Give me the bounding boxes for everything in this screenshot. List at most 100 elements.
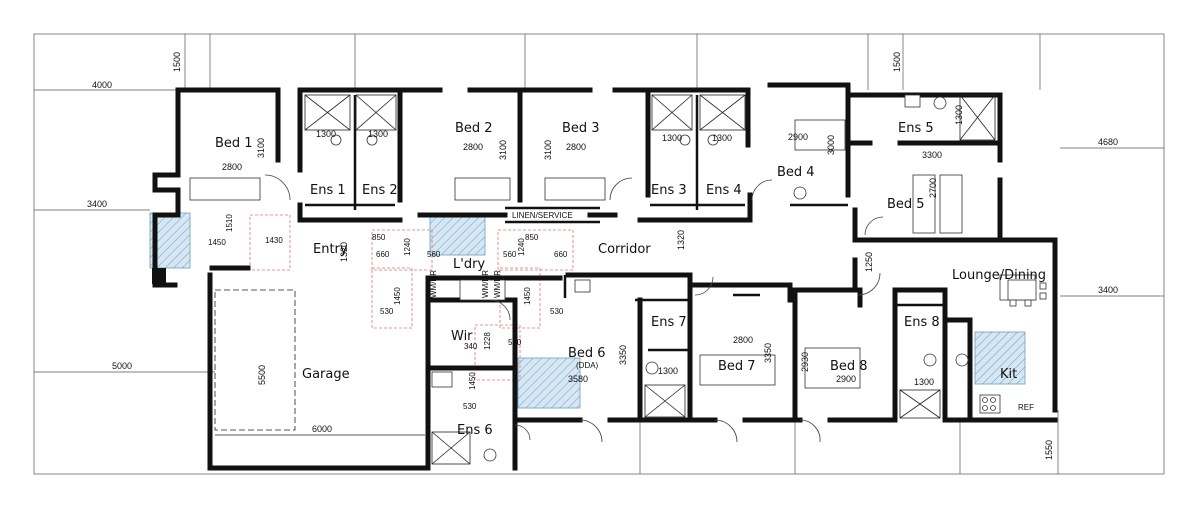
dim-850a: 850 (372, 233, 386, 242)
dim-1450c: 1450 (393, 287, 402, 305)
dim-left-5000: 5000 (112, 361, 132, 371)
dim-bed3-3100: 3100 (543, 140, 553, 160)
showers (304, 94, 996, 465)
room-label-garage: Garage (302, 367, 350, 382)
dim-340: 340 (464, 342, 478, 351)
kitchen-hatch (974, 331, 1026, 385)
walls (152, 82, 1058, 471)
dim-1240b: 1240 (517, 238, 526, 256)
dim-garage-5500: 5500 (257, 365, 267, 385)
dim-bed5-2700: 2700 (928, 178, 938, 198)
dim-right-4680: 4680 (1098, 137, 1118, 147)
dim-right-3400: 3400 (1098, 285, 1118, 295)
dim-bed5-3300: 3300 (922, 150, 942, 160)
dim-corridor-1320: 1320 (676, 230, 686, 250)
room-label-bed6: Bed 6 (568, 346, 606, 361)
dim-left-4000: 4000 (92, 80, 112, 90)
dining-set (1007, 279, 1047, 307)
room-labels: Bed 1 Bed 2 Bed 3 Bed 4 Bed 5 Bed 6 (DDA… (215, 121, 1046, 438)
dim-1450d: 1450 (523, 287, 532, 305)
inner-walls (305, 95, 945, 352)
dim-1240a: 1240 (403, 238, 412, 256)
grid-lines (33, 33, 1165, 475)
dim-bed7-3350: 3350 (763, 343, 773, 363)
label-wm-dr-2: WM/DR (481, 270, 490, 298)
room-label-ens2: Ens 2 (362, 183, 398, 198)
dim-ens5-1300: 1300 (954, 105, 964, 125)
dim-top-left-1500: 1500 (172, 52, 182, 72)
dim-1510: 1510 (225, 214, 234, 232)
room-label-bed2: Bed 2 (455, 121, 493, 136)
dim-530c: 530 (463, 402, 477, 411)
room-label-bed6-note: (DDA) (576, 361, 599, 370)
room-label-wir: Wir (451, 329, 473, 344)
dim-ens2-1300: 1300 (368, 129, 388, 139)
dim-top-right-1500: 1500 (892, 52, 902, 72)
dim-ens3-1300: 1300 (662, 133, 682, 143)
room-label-bed3: Bed 3 (562, 121, 600, 136)
dim-entry-1320: 1320 (339, 242, 349, 262)
room-label-corridor: Corridor (598, 242, 651, 257)
dim-530a: 530 (380, 307, 394, 316)
dim-bottom-1550: 1550 (1044, 440, 1054, 460)
stove (982, 397, 996, 411)
laundry-hatch (429, 214, 486, 256)
room-label-ens3: Ens 3 (651, 183, 687, 198)
dim-ldry-560b: 560 (503, 250, 517, 259)
hatched-areas (149, 212, 1026, 409)
room-label-ref: REF (1018, 403, 1034, 412)
room-label-bed1: Bed 1 (215, 136, 253, 151)
room-label-ens1: Ens 1 (310, 183, 346, 198)
column-post (152, 268, 166, 284)
dim-bed1-2800: 2800 (222, 162, 242, 172)
dim-bed6-3580: 3580 (568, 374, 588, 384)
dim-1228: 1228 (483, 332, 492, 350)
room-label-bed7: Bed 7 (718, 359, 756, 374)
label-wm-dr-1: WM/DR (429, 270, 438, 298)
dim-bed4-3000: 3000 (826, 135, 836, 155)
dim-bed6-3350: 3350 (618, 345, 628, 365)
dim-850b: 850 (525, 233, 539, 242)
furniture (189, 94, 1036, 462)
room-label-bed8: Bed 8 (830, 359, 868, 374)
dim-ens7-1300: 1300 (658, 366, 678, 376)
room-label-ens5: Ens 5 (898, 121, 934, 136)
dim-garage-6000: 6000 (312, 424, 332, 434)
dim-560: 560 (508, 338, 522, 347)
room-label-ldry: L'dry (453, 257, 485, 272)
bed6-hatch (517, 357, 581, 409)
room-label-bed4: Bed 4 (777, 165, 815, 180)
dim-bed2-3100: 3100 (498, 140, 508, 160)
dim-ens1-1300: 1300 (316, 129, 336, 139)
dim-bed7-2800: 2800 (733, 335, 753, 345)
door-swings (264, 174, 884, 443)
dim-1430: 1430 (265, 236, 283, 245)
room-label-bed5: Bed 5 (887, 197, 925, 212)
dimension-labels: 1500 1500 4000 3400 5000 4680 3400 1550 … (87, 52, 1118, 460)
dim-ldry-660b: 660 (554, 250, 568, 259)
room-label-linen: LINEN/SERVICE (512, 211, 573, 220)
dim-left-3400: 3400 (87, 199, 107, 209)
room-label-ens6: Ens 6 (457, 423, 493, 438)
dim-ens4-1300: 1300 (712, 133, 732, 143)
dim-1450: 1450 (208, 238, 226, 247)
label-wm-dr-3: WM/DR (493, 270, 502, 298)
car-outline (214, 289, 296, 431)
dim-530b: 530 (550, 307, 564, 316)
room-label-entry: Entry (313, 242, 348, 257)
room-label-kit: Kit (1000, 367, 1017, 382)
dim-bed1-3100: 3100 (256, 138, 266, 158)
room-label-ens4: Ens 4 (706, 183, 742, 198)
dim-bed2-2800: 2800 (463, 142, 483, 152)
dim-ldry-560a: 560 (427, 250, 441, 259)
room-label-lounge: Lounge/Dining (952, 268, 1046, 283)
room-label-ens8: Ens 8 (904, 315, 940, 330)
dim-bed3-2800: 2800 (566, 142, 586, 152)
dim-1450e: 1450 (468, 372, 477, 390)
dim-ldry-660a: 660 (376, 250, 390, 259)
dim-bed8-2900: 2900 (836, 374, 856, 384)
room-label-ens7: Ens 7 (651, 315, 687, 330)
dim-bed8-2930: 2930 (800, 352, 810, 372)
dim-corridor-1250: 1250 (864, 252, 874, 272)
